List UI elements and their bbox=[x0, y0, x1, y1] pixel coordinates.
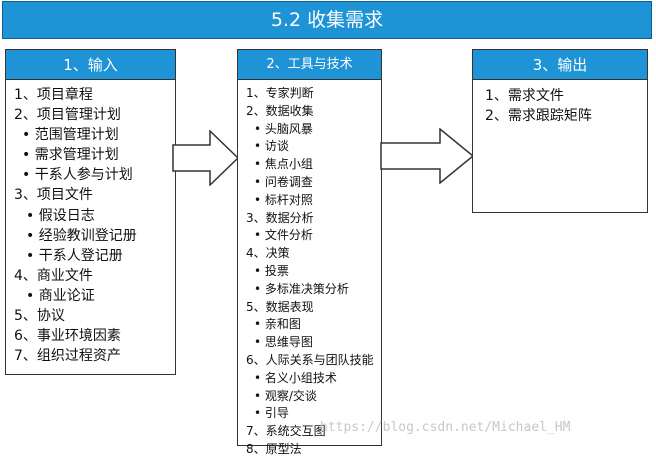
list-item: • 引导 bbox=[254, 406, 289, 421]
outputs-list: 1、需求文件 2、需求跟踪矩阵 bbox=[473, 80, 647, 126]
watermark: https://blog.csdn.net/Michael_HM bbox=[320, 420, 571, 435]
list-item: • 亲和图 bbox=[254, 317, 301, 332]
list-item: • 干系人参与计划 bbox=[22, 167, 133, 184]
page-title: 5.2 收集需求 bbox=[2, 1, 652, 39]
tools-header: 2、工具与技术 bbox=[238, 50, 381, 80]
list-item: • 名义小组技术 bbox=[254, 370, 337, 385]
inputs-header: 1、输入 bbox=[6, 50, 175, 80]
outputs-header: 3、输出 bbox=[473, 50, 647, 80]
list-item: 1、项目章程 bbox=[14, 87, 93, 103]
list-item: • 头脑风暴 bbox=[254, 121, 313, 136]
list-item: • 投票 bbox=[254, 263, 289, 278]
tools-box: 2、工具与技术 1、专家判断 2、数据收集 • 头脑风暴 • 访谈 • 焦点小组… bbox=[237, 49, 382, 456]
list-item: 2、项目管理计划 bbox=[14, 107, 121, 124]
tools-list: 1、专家判断 2、数据收集 • 头脑风暴 • 访谈 • 焦点小组 • 问卷调查 … bbox=[238, 80, 381, 459]
list-item: • 问卷调查 bbox=[254, 174, 313, 189]
list-item: 8、原型法 bbox=[246, 441, 302, 456]
list-item: • 标杆对照 bbox=[254, 192, 313, 207]
list-item: • 范围管理计划 bbox=[22, 127, 119, 144]
inputs-box: 1、输入 1、项目章程 2、项目管理计划 • 范围管理计划 • 需求管理计划 •… bbox=[5, 49, 176, 375]
list-item: 2、需求跟踪矩阵 bbox=[485, 108, 592, 124]
list-item: • 文件分析 bbox=[254, 228, 313, 243]
list-item: 7、组织过程资产 bbox=[14, 348, 121, 365]
inputs-list: 1、项目章程 2、项目管理计划 • 范围管理计划 • 需求管理计划 • 干系人参… bbox=[6, 80, 175, 366]
list-item: 6、事业环境因素 bbox=[14, 328, 121, 345]
list-item: • 商业论证 bbox=[26, 287, 95, 304]
list-item: • 经验教训登记册 bbox=[26, 227, 137, 244]
list-item: 6、人际关系与团队技能 bbox=[246, 352, 374, 367]
list-item: • 需求管理计划 bbox=[22, 147, 119, 164]
list-item: • 访谈 bbox=[254, 139, 289, 154]
flow-arrow-icon bbox=[380, 128, 475, 184]
list-item: 2、数据收集 bbox=[246, 103, 314, 118]
list-item: • 焦点小组 bbox=[254, 157, 313, 172]
list-item: 5、协议 bbox=[14, 308, 65, 325]
list-item: • 干系人登记册 bbox=[26, 247, 123, 264]
flow-arrow-icon bbox=[172, 130, 240, 186]
list-item: • 观察/交谈 bbox=[254, 388, 317, 403]
list-item: • 思维导图 bbox=[254, 335, 313, 350]
list-item: 4、决策 bbox=[246, 246, 290, 261]
list-item: 5、数据表现 bbox=[246, 299, 314, 314]
list-item: • 假设日志 bbox=[26, 207, 95, 224]
list-item: 4、商业文件 bbox=[14, 267, 93, 284]
outputs-box: 3、输出 1、需求文件 2、需求跟踪矩阵 bbox=[472, 49, 648, 213]
list-item: 3、数据分析 bbox=[246, 210, 314, 225]
list-item: 1、专家判断 bbox=[246, 86, 314, 100]
list-item: 7、系统交互图 bbox=[246, 424, 326, 439]
list-item: 1、需求文件 bbox=[485, 88, 564, 104]
list-item: 3、项目文件 bbox=[14, 187, 93, 204]
list-item: • 多标准决策分析 bbox=[254, 281, 349, 296]
